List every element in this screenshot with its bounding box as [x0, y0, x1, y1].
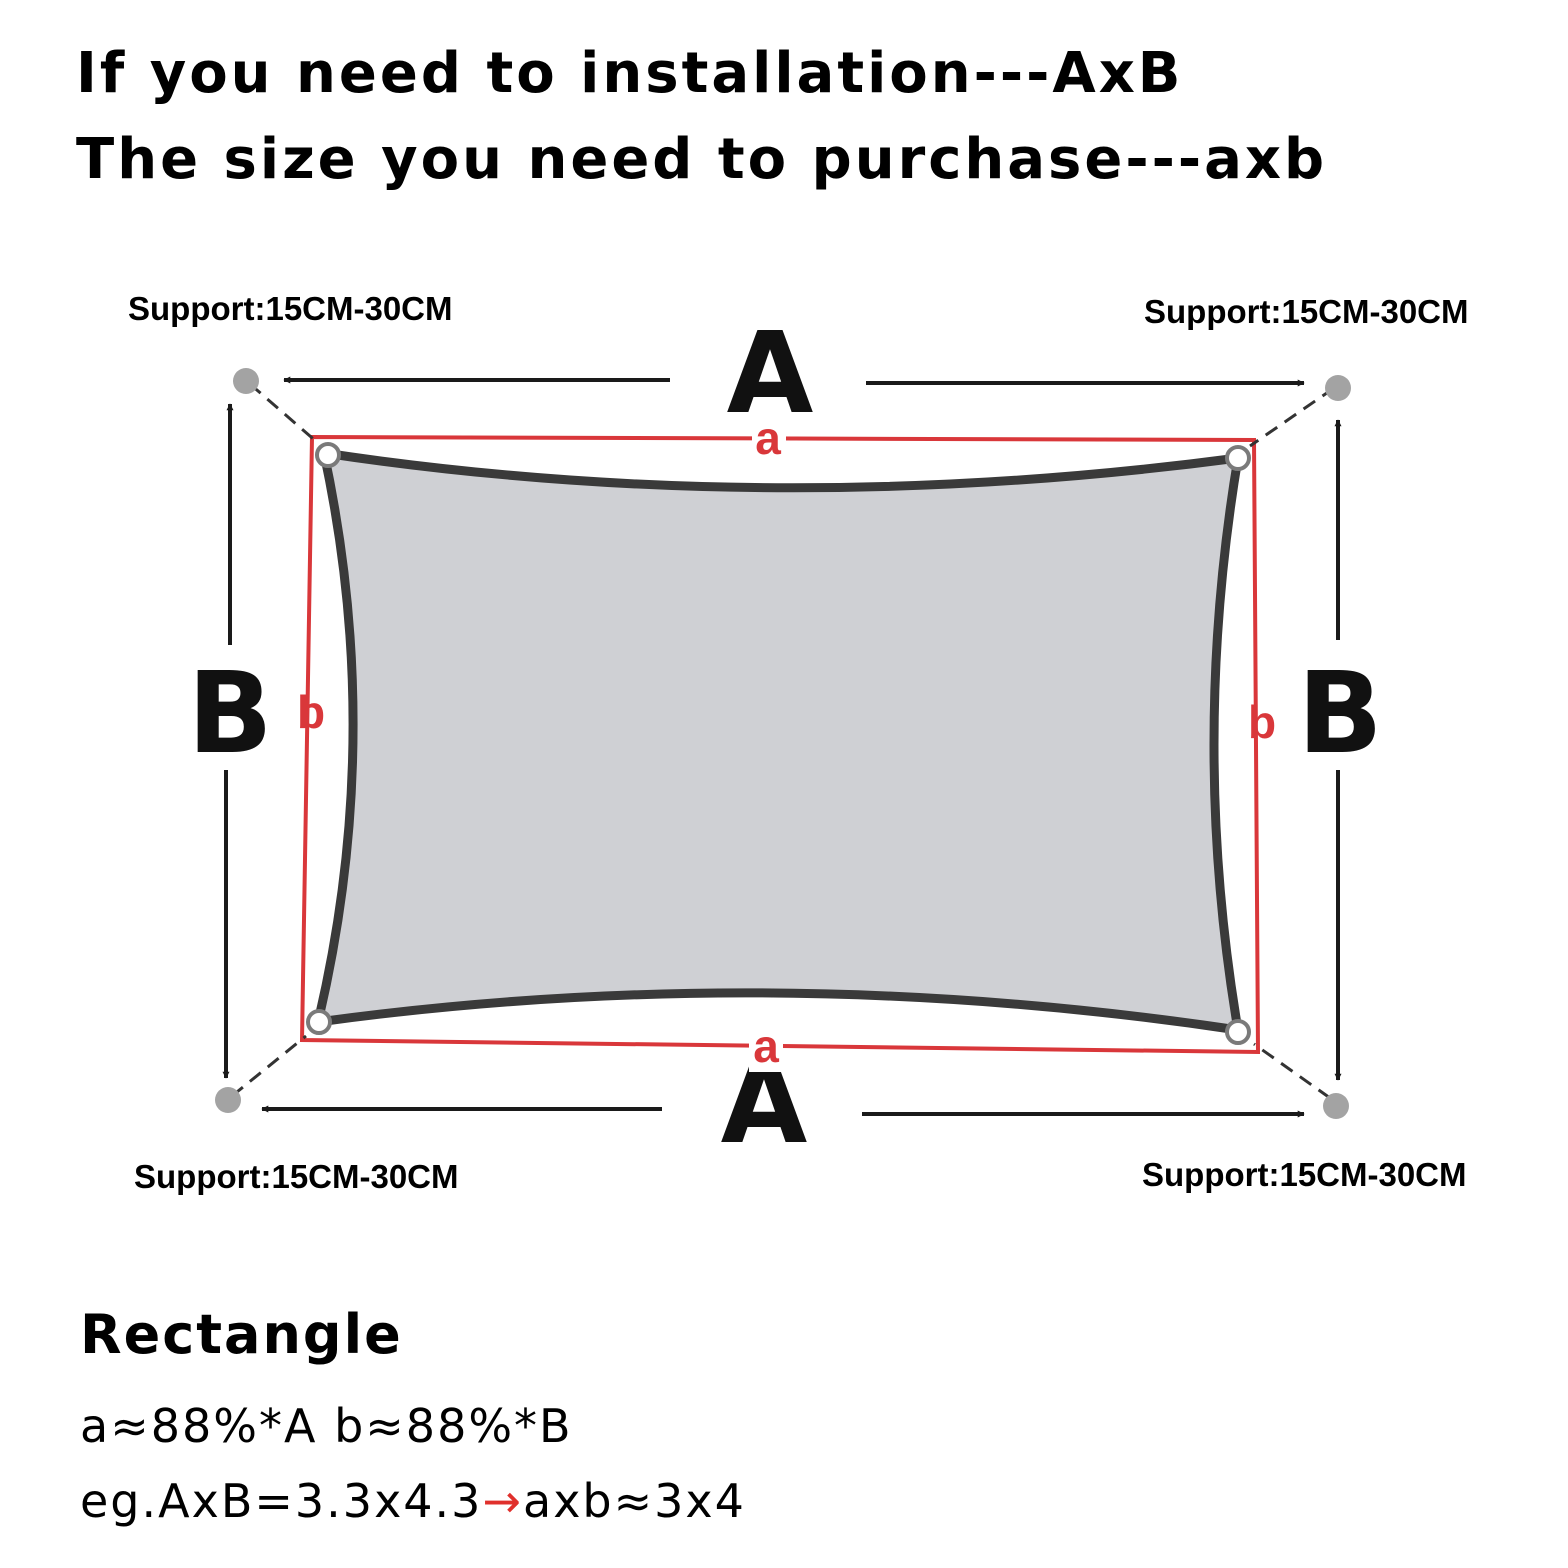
install-height-label-left: B: [187, 649, 272, 779]
support-post-icon: [233, 368, 259, 394]
support-post-icon: [1325, 375, 1351, 401]
corner-ring-icon: [306, 1009, 332, 1035]
support-line: [1253, 1042, 1331, 1100]
right-arrow-icon: →: [482, 1474, 523, 1528]
install-height-label-right: B: [1297, 649, 1382, 779]
support-label-top-left: Support:15CM-30CM: [128, 290, 453, 327]
size-example: eg.AxB=3.3x4.3→axb≈3x4: [80, 1478, 746, 1524]
support-line: [249, 382, 319, 445]
purchase-height-label-left: b: [297, 686, 325, 738]
install-width-label-top: A: [727, 309, 814, 439]
shape-title: Rectangle: [80, 1303, 403, 1366]
corner-ring-icon: [1225, 1019, 1251, 1045]
support-line: [231, 1034, 307, 1098]
shade-sail-fabric: [313, 448, 1243, 1035]
support-label-bottom-left: Support:15CM-30CM: [134, 1158, 459, 1195]
headline-install-size: If you need to installation---AxB: [76, 41, 1184, 106]
purchase-width-label-top: a: [755, 412, 781, 464]
purchase-size-outline: [299, 434, 1261, 1055]
corner-ring-icon: [315, 442, 341, 468]
size-formula: a≈88%*A b≈88%*B: [80, 1399, 573, 1453]
purchase-width-label-bottom: a: [753, 1020, 779, 1072]
support-label-top-right: Support:15CM-30CM: [1144, 293, 1469, 330]
support-post-icon: [215, 1087, 241, 1113]
support-line: [1249, 386, 1335, 448]
purchase-height-label-right: b: [1248, 696, 1276, 748]
example-prefix: eg.AxB=3.3x4.3: [80, 1474, 483, 1528]
corner-ring-icon: [1225, 445, 1251, 471]
support-label-bottom-right: Support:15CM-30CM: [1142, 1156, 1467, 1193]
headline-purchase-size: The size you need to purchase---axb: [76, 127, 1328, 192]
support-post-icon: [1323, 1093, 1349, 1119]
example-result: axb≈3x4: [523, 1474, 746, 1528]
